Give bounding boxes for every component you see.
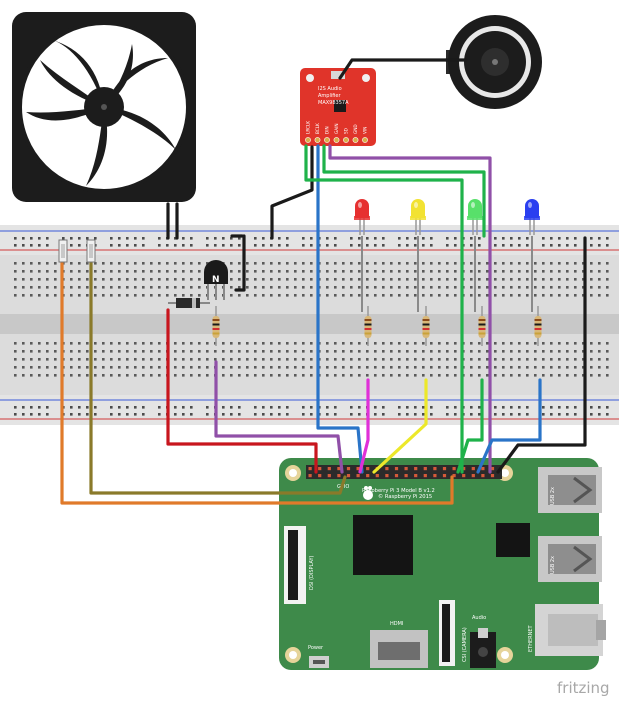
amp-title-line-1: I2S Audio <box>318 86 342 92</box>
resistor <box>364 306 372 346</box>
wire-green <box>304 144 464 474</box>
wires <box>60 58 587 505</box>
wire-green <box>322 144 486 238</box>
amp-pin-label: GAIN <box>334 124 339 134</box>
fritzing-watermark: fritzing <box>557 679 610 697</box>
diode <box>168 298 210 308</box>
amp-pin <box>305 137 311 143</box>
led-row <box>354 199 540 312</box>
gpio-header <box>306 465 502 479</box>
usb-label-1: USB 2x <box>550 487 556 505</box>
resistor <box>478 306 486 346</box>
amp-pin-label: VIN <box>363 127 368 134</box>
led-blue <box>524 199 540 312</box>
amp-pin-label: BCLK <box>315 123 320 134</box>
audio-label: Audio <box>472 615 486 621</box>
resistor <box>212 306 220 346</box>
amp-pin <box>333 137 340 143</box>
led-green <box>467 199 483 312</box>
i2s-amplifier-board: I2S Audio Amplifier MAX98357A LRCLK BCLK D… <box>300 68 376 146</box>
wire-purple <box>214 360 344 474</box>
wire-black <box>496 236 587 474</box>
usb-label-2: USB 2x <box>550 556 556 574</box>
amp-pin-label: SD <box>344 128 349 134</box>
wire-black <box>338 58 448 80</box>
raspberry-logo-icon <box>363 486 373 500</box>
wire-green <box>456 378 484 474</box>
amp-title-line-3: MAX98357A <box>318 100 349 106</box>
wire-blue <box>316 144 364 474</box>
led-yellow <box>410 199 426 312</box>
pi-copyright-text: © Raspberry Pi 2015 <box>378 493 432 500</box>
resistor-row <box>212 306 542 346</box>
speaker <box>446 15 542 109</box>
push-button-1 <box>58 239 68 263</box>
power-label: Power <box>308 645 324 651</box>
lan-chip <box>496 523 530 557</box>
breadboard <box>0 225 619 425</box>
soc-chip <box>353 515 413 575</box>
wire-black <box>270 145 314 240</box>
amp-pin <box>343 137 349 143</box>
hdmi-label: HDMI <box>390 621 403 627</box>
amp-title-line-2: Amplifier <box>318 93 341 99</box>
amp-pin <box>314 137 321 143</box>
led-red <box>354 199 370 312</box>
wire-yellow <box>372 378 428 474</box>
push-button-2 <box>86 239 96 263</box>
pi-model-text: Raspberry Pi 3 Model B v1.2 <box>362 488 435 494</box>
amp-pin <box>324 137 330 143</box>
amp-pin <box>352 137 359 143</box>
amp-pin <box>362 137 368 143</box>
cooling-fan <box>12 12 196 202</box>
wire-olive <box>89 260 347 495</box>
amp-pin-label: GND <box>353 124 358 134</box>
resistor <box>422 306 430 346</box>
resistor <box>534 306 542 346</box>
ethernet-label: ETHERNET <box>528 624 534 652</box>
wire-blue <box>476 378 542 474</box>
dsi-label: DSI (DISPLAY) <box>309 555 315 590</box>
wire-black <box>234 234 246 292</box>
npn-transistor: N <box>204 260 228 300</box>
raspberry-pi-board: GPIO Raspberry Pi 3 Model B v1.2 © Raspb… <box>279 458 606 670</box>
wire-purple <box>328 144 492 474</box>
amp-pin-label: DIN <box>325 126 330 134</box>
wire-magenta <box>358 378 370 474</box>
csi-label: CSI (CAMERA) <box>462 627 468 662</box>
wire-orange <box>60 260 454 505</box>
amp-pin-label: LRCLK <box>306 121 311 134</box>
transistor-label: N <box>212 275 220 285</box>
wire-red <box>166 308 318 474</box>
